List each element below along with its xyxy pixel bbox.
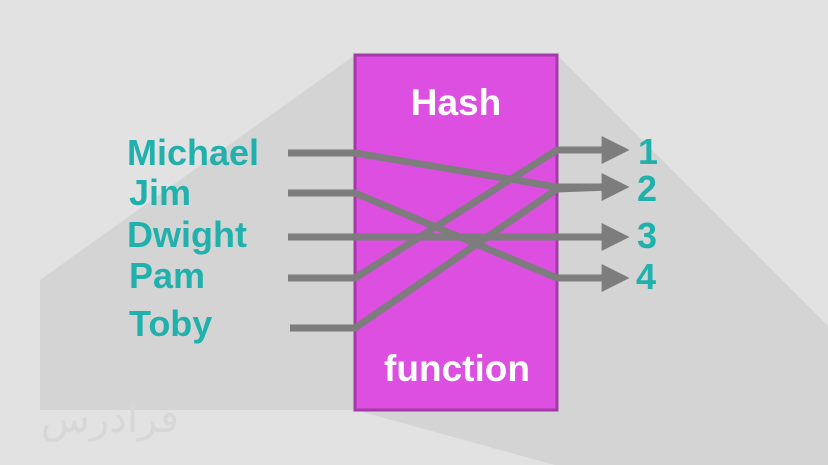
bucket-label-1: 1	[638, 131, 658, 172]
key-label-dwight: Dwight	[127, 214, 247, 255]
bucket-label-2: 2	[637, 168, 657, 209]
key-label-jim: Jim	[129, 172, 191, 213]
key-labels: Michael Jim Dwight Pam Toby	[127, 132, 259, 344]
key-label-toby: Toby	[129, 303, 212, 344]
box-title-top: Hash	[411, 82, 501, 123]
watermark-logo: فرادرس	[41, 396, 179, 442]
box-title-bottom: function	[384, 348, 530, 389]
arrow-pam-to-1	[288, 136, 630, 282]
arrow-toby-to-2	[290, 183, 611, 332]
mapping-arrows	[288, 136, 630, 332]
bucket-label-4: 4	[636, 256, 656, 297]
bucket-label-3: 3	[637, 215, 657, 256]
key-label-pam: Pam	[129, 255, 205, 296]
key-label-michael: Michael	[127, 132, 259, 173]
bucket-labels: 1 2 3 4	[636, 131, 658, 297]
